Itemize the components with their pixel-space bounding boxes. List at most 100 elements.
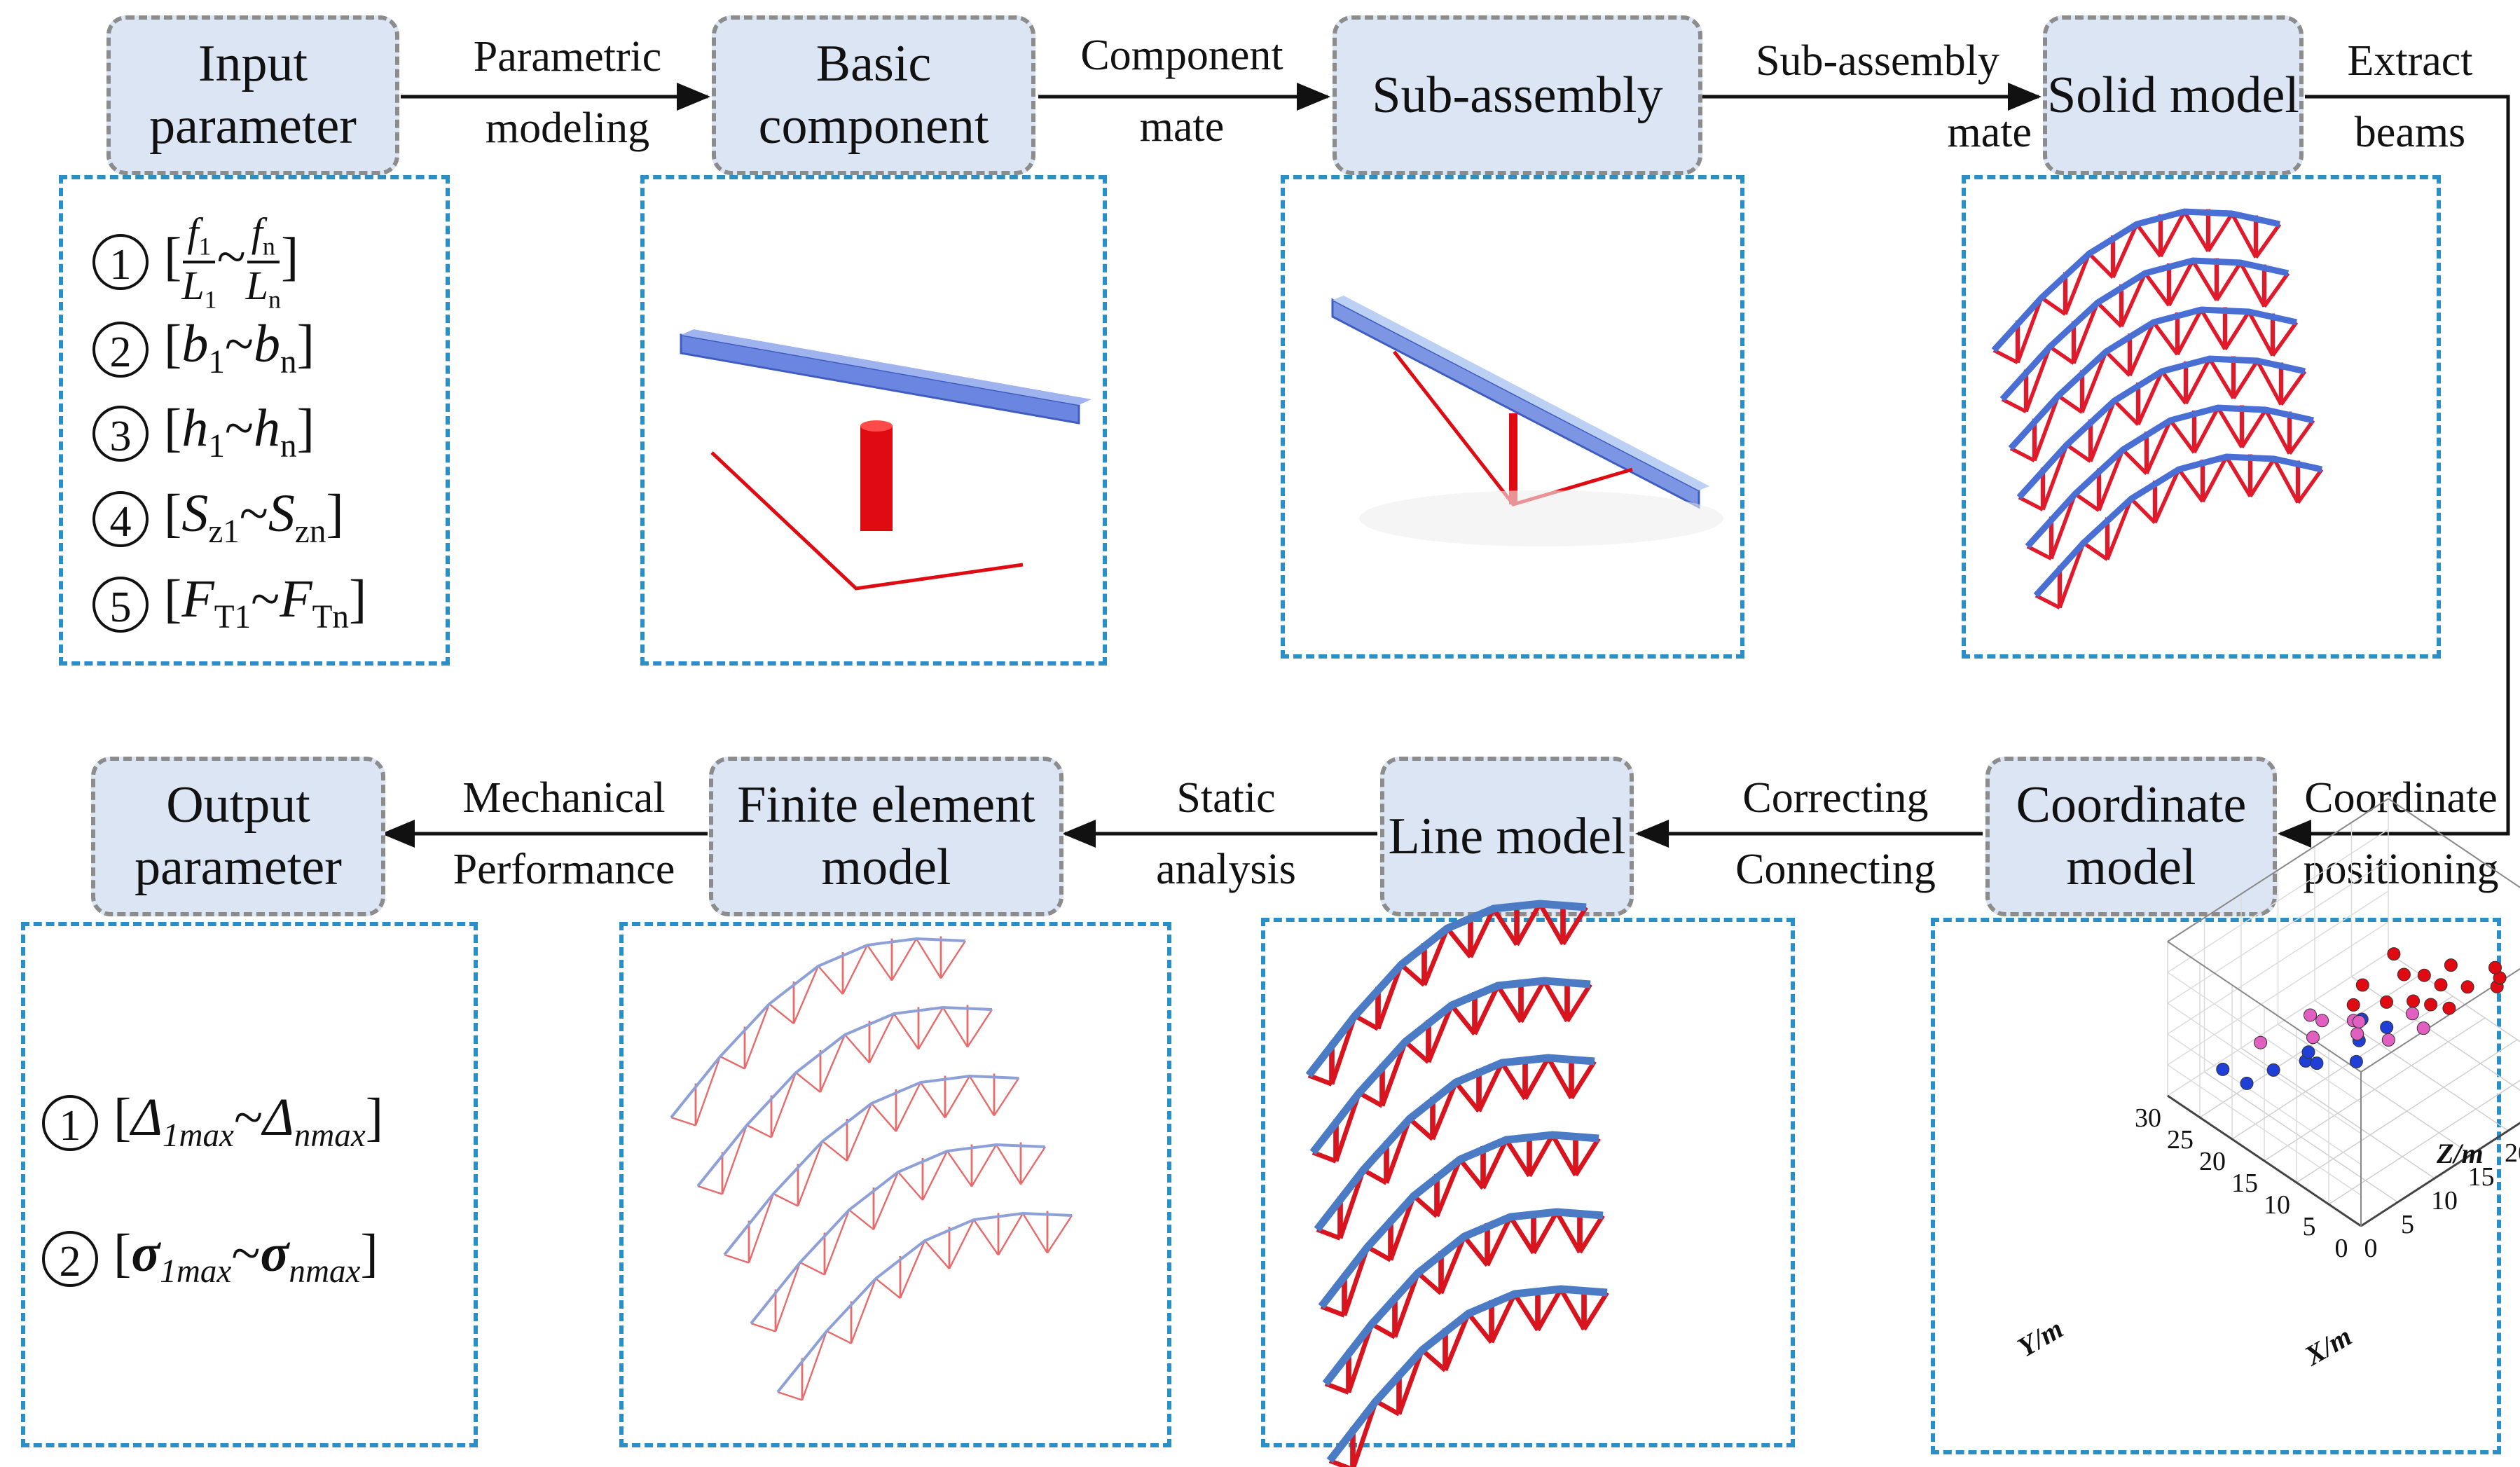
truss-cable	[917, 1007, 944, 1050]
symbol: L	[245, 263, 268, 309]
edge-label-subassembly-mate: Sub-assembly mate	[1709, 25, 2046, 169]
tilde: ~	[251, 570, 280, 628]
truss-cable	[2255, 359, 2283, 406]
symbol: f	[187, 209, 199, 255]
truss-cable	[2001, 397, 2027, 413]
truss-cable	[797, 1141, 824, 1206]
truss-cable	[1430, 1081, 1459, 1141]
symbol: Δ	[263, 1088, 294, 1147]
truss-beam	[1314, 1054, 1595, 1232]
subscript: zn	[294, 514, 326, 551]
subscript: z1	[208, 514, 240, 551]
truss-cable	[826, 1330, 852, 1344]
truss-cable	[1366, 1245, 1392, 1262]
truss-cable	[1508, 1215, 1536, 1255]
truss-cable	[844, 1034, 870, 1063]
truss-cable	[897, 1171, 923, 1201]
scatter-point	[2416, 1021, 2430, 1035]
truss-cable	[1324, 1381, 1350, 1395]
truss-cable	[1578, 1214, 1605, 1254]
scatter-point	[2216, 1062, 2230, 1076]
truss-cable	[2032, 395, 2060, 462]
truss-cable	[2082, 541, 2109, 561]
truss-beam	[2016, 355, 2306, 500]
edge-label-line: mate	[1947, 109, 2032, 157]
strut-cylinder-top	[860, 420, 893, 432]
truss-cable	[946, 1150, 972, 1187]
truss-cable	[1384, 1117, 1412, 1184]
truss-cable	[1569, 1060, 1597, 1100]
truss-cable	[2041, 444, 2069, 511]
node-sub-assembly: Sub-assembly	[1333, 15, 1702, 175]
scatter-point	[2349, 1054, 2363, 1068]
truss-cable	[2192, 406, 2220, 454]
truss-cable	[819, 1034, 846, 1093]
truss-cable	[1450, 1003, 1477, 1036]
truss-cable	[818, 965, 844, 995]
truss-cable	[2182, 210, 2210, 252]
scatter-point	[2355, 978, 2369, 992]
param-number: 1	[92, 234, 149, 291]
truss-cable	[868, 1013, 895, 1063]
truss-cable	[1351, 1400, 1379, 1467]
param-number: 4	[92, 490, 149, 547]
truss-cable	[893, 1013, 919, 1050]
truss-cable	[792, 965, 820, 1024]
truss-cable	[1454, 1080, 1481, 1113]
truss-cable	[823, 1209, 851, 1275]
truss-cable	[2080, 351, 2108, 413]
node-coordinate-model: Coordinate model	[1985, 757, 2277, 916]
truss-cable	[2040, 296, 2067, 316]
scatter-point	[2352, 1014, 2366, 1028]
chart-grid-line	[2167, 1064, 2362, 1196]
truss-cable	[1407, 1117, 1435, 1141]
truss-cable	[1489, 1293, 1517, 1344]
truss-cable	[1462, 1234, 1489, 1267]
truss-cable	[895, 1082, 922, 1132]
tilde: ~	[224, 399, 254, 457]
node-input-parameter-label: Input parameter	[149, 35, 357, 155]
truss-cable	[2016, 297, 2044, 364]
truss-cable	[2271, 321, 2299, 357]
truss-cable	[1565, 983, 1592, 1023]
truss-cable	[2072, 302, 2100, 364]
truss-cable	[1379, 1040, 1408, 1107]
y-tick-label: 5	[2303, 1212, 2316, 1241]
param-number: 1	[42, 1094, 98, 1151]
edge-label-line: modeling	[485, 104, 650, 153]
truss-cable	[750, 1322, 776, 1332]
truss-cable	[2238, 261, 2266, 308]
truss-cable	[1496, 984, 1523, 1024]
edge-label-line: Connecting	[1735, 846, 1936, 894]
truss-cable	[2216, 406, 2244, 448]
truss-cable	[2130, 497, 2156, 524]
truss-cable	[1019, 1146, 1047, 1185]
truss-cable	[724, 1253, 750, 1264]
edge-label-parametric-modeling: Parametric modeling	[434, 21, 701, 165]
edge-label-line: positioning	[2303, 846, 2499, 894]
truss-cable	[1559, 1288, 1586, 1331]
truss-cable	[2168, 419, 2196, 454]
truss-cable	[841, 944, 869, 995]
truss-cable	[948, 1219, 975, 1269]
edge-label-line: Coordinate	[2304, 774, 2498, 822]
edge-label-line: analysis	[1156, 846, 1296, 894]
scatter-point	[2417, 968, 2431, 982]
scatter-point	[2315, 1014, 2329, 1028]
truss-cable	[773, 1192, 799, 1207]
truss-cable	[1329, 1014, 1358, 1085]
truss-cable	[774, 1262, 801, 1332]
truss-cable	[1574, 1137, 1601, 1177]
truss-cable	[746, 1124, 772, 1138]
param-number: 2	[42, 1230, 98, 1287]
truss-cable	[1403, 1040, 1431, 1064]
y-axis-label: Y/m	[2012, 1312, 2068, 1363]
truss-cable	[1021, 1213, 1049, 1254]
edge-label-coordinate-positioning: Coordinate positioning	[2285, 762, 2516, 906]
subscript: 1max	[160, 1253, 232, 1290]
truss-cable	[2175, 308, 2203, 356]
truss-cable	[890, 938, 918, 982]
truss-cable	[2247, 310, 2275, 357]
truss-cable	[846, 1103, 873, 1162]
